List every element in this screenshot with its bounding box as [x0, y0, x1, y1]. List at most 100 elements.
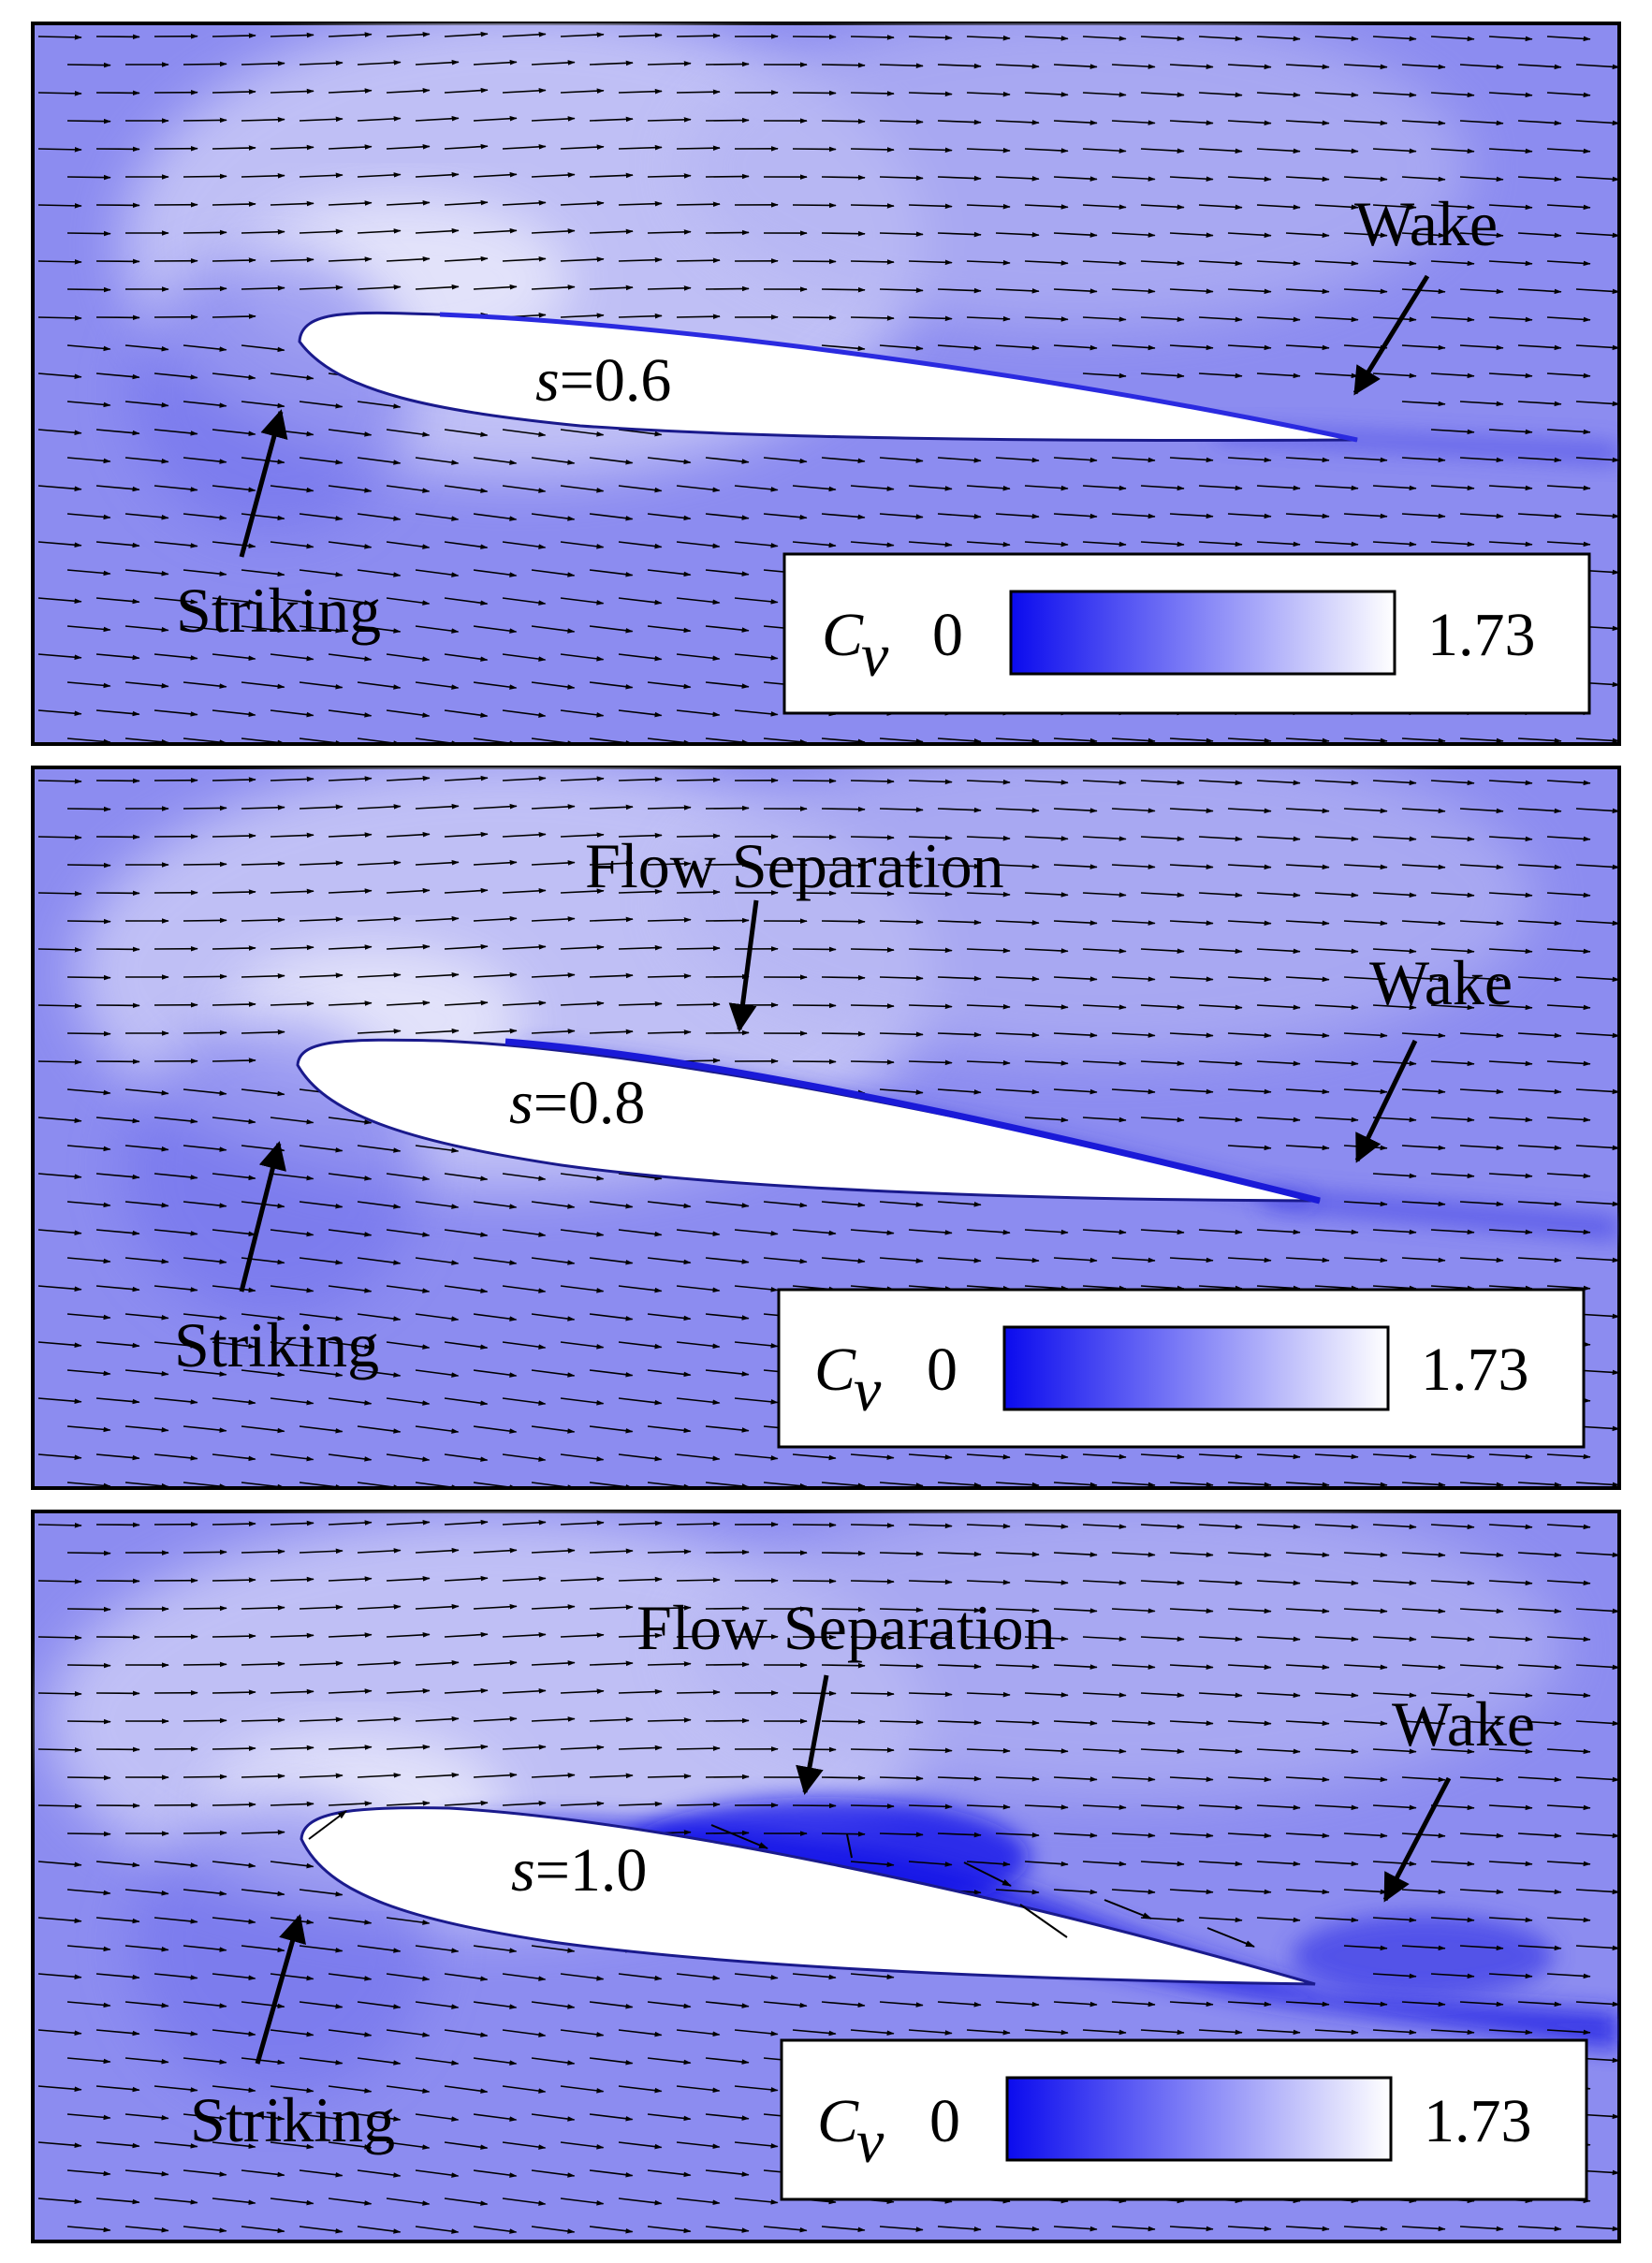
velocity-vector	[357, 60, 402, 66]
velocity-vector	[705, 513, 750, 520]
velocity-vector	[502, 1000, 547, 1006]
velocity-vector	[531, 681, 576, 690]
velocity-vector	[734, 709, 779, 717]
velocity-vector	[850, 35, 895, 40]
velocity-vector	[183, 285, 227, 292]
velocity-vector	[502, 200, 547, 206]
velocity-vector	[821, 1550, 866, 1556]
velocity-vector	[589, 285, 634, 291]
velocity-vector	[937, 513, 982, 519]
legend-max: 1.73	[1421, 1336, 1529, 1404]
velocity-vector	[1140, 372, 1185, 379]
velocity-vector	[241, 861, 285, 867]
velocity-vector	[183, 569, 227, 577]
velocity-vector	[328, 776, 373, 781]
velocity-vector	[1053, 176, 1098, 182]
velocity-vector	[618, 709, 663, 718]
velocity-vector	[705, 625, 750, 633]
velocity-vector	[1372, 260, 1417, 267]
velocity-vector	[966, 891, 1011, 898]
velocity-vector	[1343, 457, 1388, 463]
velocity-vector	[386, 541, 431, 549]
velocity-vector	[183, 1549, 227, 1555]
velocity-vector	[1169, 920, 1214, 926]
velocity-vector	[212, 1577, 256, 1583]
velocity-vector	[124, 569, 169, 577]
velocity-vector	[531, 457, 576, 465]
velocity-vector	[1517, 232, 1562, 239]
velocity-vector	[1430, 204, 1475, 211]
velocity-vector	[473, 971, 518, 978]
velocity-vector	[647, 117, 692, 123]
velocity-vector	[212, 1001, 256, 1007]
velocity-vector	[1082, 148, 1127, 153]
velocity-vector	[792, 1002, 837, 1009]
velocity-vector	[792, 834, 837, 840]
velocity-vector	[589, 569, 634, 577]
velocity-vector	[183, 61, 227, 67]
velocity-vector	[66, 862, 111, 869]
velocity-vector	[386, 144, 431, 150]
velocity-vector	[328, 32, 373, 37]
velocity-vector	[995, 288, 1040, 294]
velocity-vector	[183, 1830, 227, 1836]
velocity-vector	[1575, 288, 1619, 295]
velocity-vector	[560, 313, 605, 318]
velocity-vector	[1227, 344, 1272, 351]
velocity-vector	[386, 256, 431, 262]
velocity-vector	[241, 917, 285, 923]
velocity-vector	[1053, 120, 1098, 125]
velocity-vector	[734, 653, 779, 661]
velocity-vector	[705, 117, 750, 124]
velocity-vector	[212, 1802, 256, 1807]
legend-min: 0	[932, 601, 963, 669]
velocity-vector	[1517, 344, 1562, 351]
velocity-vector	[705, 229, 750, 236]
velocity-vector	[1198, 316, 1243, 323]
velocity-vector	[1488, 836, 1533, 842]
velocity-vector	[386, 200, 431, 206]
velocity-vector	[1517, 176, 1562, 182]
velocity-vector	[1111, 344, 1156, 351]
velocity-vector	[560, 88, 605, 94]
velocity-vector	[966, 315, 1011, 322]
velocity-vector	[473, 859, 518, 866]
velocity-vector	[1169, 232, 1214, 238]
velocity-vector	[183, 1717, 227, 1724]
velocity-vector	[415, 227, 460, 234]
velocity-vector	[1401, 344, 1446, 351]
velocity-vector	[1343, 976, 1388, 983]
velocity-vector	[1169, 976, 1214, 982]
velocity-vector	[705, 681, 750, 689]
velocity-vector	[1430, 892, 1475, 898]
velocity-vector	[473, 915, 518, 922]
velocity-vector	[1082, 892, 1127, 898]
velocity-vector	[154, 653, 198, 661]
colorbar	[1009, 590, 1396, 676]
velocity-vector	[212, 1521, 256, 1526]
velocity-vector	[966, 203, 1011, 210]
velocity-vector	[589, 60, 634, 66]
velocity-vector	[66, 1662, 111, 1669]
velocity-vector	[676, 1689, 721, 1695]
velocity-vector	[966, 91, 1011, 97]
velocity-vector	[241, 285, 285, 291]
velocity-vector	[328, 485, 373, 493]
velocity-vector	[792, 485, 837, 492]
velocity-vector	[66, 1550, 111, 1556]
velocity-vector	[937, 287, 982, 294]
velocity-vector	[589, 737, 634, 744]
velocity-vector	[357, 513, 402, 521]
velocity-vector	[357, 681, 402, 690]
colorbar-legend: C v 0 1.73	[780, 2038, 1588, 2201]
velocity-vector	[444, 943, 489, 950]
velocity-vector	[1053, 864, 1098, 869]
legend-min: 0	[927, 1336, 958, 1404]
velocity-vector	[821, 1662, 866, 1669]
velocity-vector	[415, 457, 460, 465]
separation-label: Flow Separation	[585, 830, 1004, 901]
velocity-vector	[618, 888, 663, 895]
velocity-vector	[618, 32, 663, 38]
velocity-vector	[1024, 892, 1069, 898]
velocity-vector	[1459, 232, 1504, 239]
